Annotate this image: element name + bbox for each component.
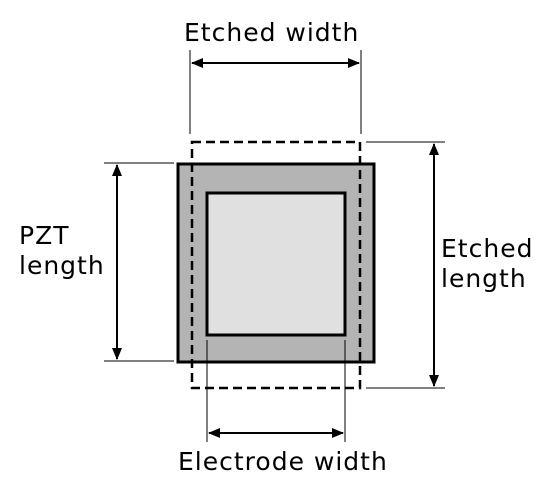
pzt-length-label-line2: length bbox=[19, 251, 105, 280]
etched-length-label-line2: length bbox=[441, 264, 527, 293]
etched-width-label: Etched width bbox=[184, 18, 360, 47]
electrode-square bbox=[205, 191, 347, 337]
etched-length-label-line1: Etched bbox=[441, 234, 534, 263]
etched-region-outline bbox=[190, 140, 362, 390]
electrode-width-label: Electrode width bbox=[178, 447, 388, 476]
pzt-length-label-line1: PZT bbox=[19, 221, 70, 250]
